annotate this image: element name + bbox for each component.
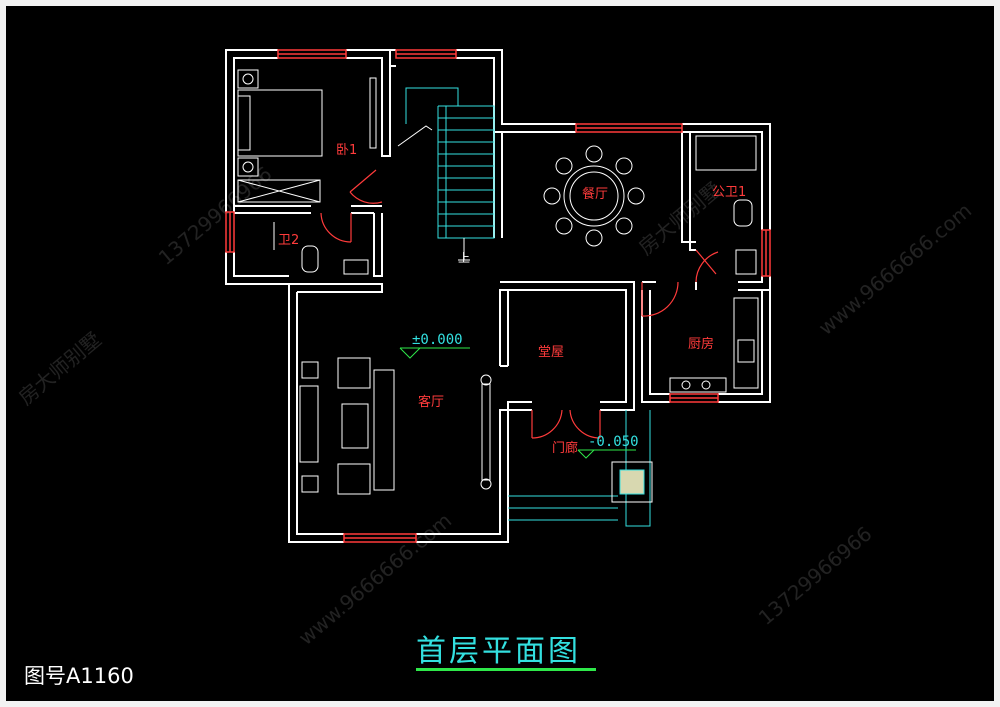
title-underline <box>416 668 596 671</box>
chair-icon <box>585 229 603 247</box>
watermark: www.9666666.com <box>814 198 976 340</box>
staircase <box>397 87 495 261</box>
chair-icon <box>555 157 573 175</box>
bed-icon <box>237 89 323 157</box>
room-label-living: 客厅 <box>418 394 444 410</box>
chair-icon <box>555 217 573 235</box>
toilet-icon <box>733 199 753 227</box>
tv-cabinet-icon <box>481 383 491 481</box>
coffee-table-icon <box>341 403 369 449</box>
desk-icon <box>237 179 321 203</box>
side-table-icon <box>301 361 319 379</box>
drawing-frame: 房大师别墅 13729966966 www.9666666.com 房大师别墅 … <box>6 6 994 701</box>
room-label-entrance: 门廊 <box>552 440 578 456</box>
floor-plan: 房大师别墅 13729966966 www.9666666.com 房大师别墅 … <box>14 49 976 650</box>
doors <box>320 169 719 439</box>
washbasin-icon <box>735 249 757 275</box>
room-label-kitchen: 厨房 <box>688 336 714 352</box>
sofa-icon <box>299 385 319 463</box>
armchair-icon <box>337 357 371 389</box>
sink-icon <box>737 339 755 363</box>
nightstand-icon <box>237 69 259 89</box>
chair-icon <box>615 157 633 175</box>
wardrobe-icon <box>369 77 377 149</box>
room-label-hall: 堂屋 <box>538 345 564 360</box>
counter-icon <box>733 297 759 389</box>
room-label-dining: 餐厅 <box>582 186 608 202</box>
drawing-number: 图号A1160 <box>24 664 134 688</box>
drawing-title: 首层平面图 <box>416 634 581 669</box>
walls <box>225 49 771 543</box>
windows <box>225 49 771 543</box>
stair-up-label: 上 <box>458 251 470 265</box>
dining-table-icon <box>569 171 619 221</box>
nightstand-icon <box>237 157 259 177</box>
chair-icon <box>615 217 633 235</box>
watermark: 13729966966 <box>154 161 277 269</box>
entrance-level-label: -0.050 <box>588 434 639 450</box>
carpet-icon <box>373 369 395 491</box>
floor-level-label: ±0.000 <box>412 332 463 348</box>
armchair-icon <box>337 463 371 495</box>
chair-icon <box>543 187 561 205</box>
entrance-steps <box>508 410 653 527</box>
watermark: 13729966966 <box>754 521 877 629</box>
side-table-icon <box>301 475 319 493</box>
chair-icon <box>585 145 603 163</box>
room-label-bedroom1: 卧1 <box>336 143 357 158</box>
furniture <box>237 69 759 495</box>
washbasin-icon <box>343 259 369 275</box>
column-icon <box>619 469 645 495</box>
chair-icon <box>627 187 645 205</box>
toilet-icon <box>301 245 319 273</box>
level-marks: ±0.000 -0.050 <box>399 332 639 459</box>
room-label-bath2: 卫2 <box>278 233 299 248</box>
watermark: 房大师别墅 <box>14 327 106 410</box>
stove-icon <box>669 377 727 393</box>
room-label-public-bath1: 公卫1 <box>712 185 746 200</box>
